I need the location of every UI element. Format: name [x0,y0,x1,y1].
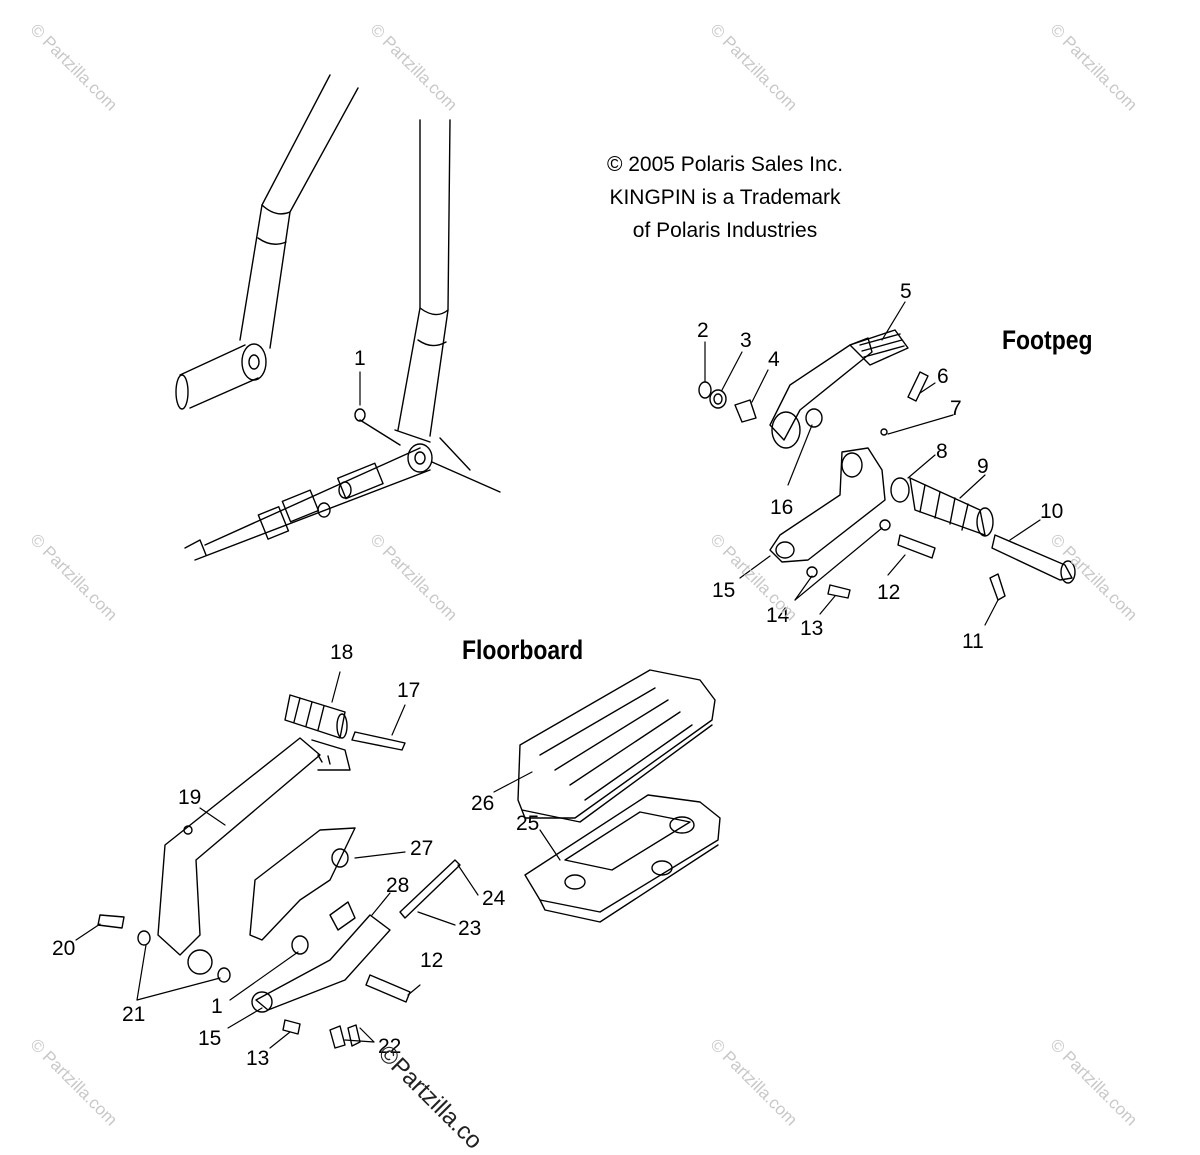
callout-5[interactable]: 5 [900,280,912,303]
leader-lines [75,301,1041,1049]
callout-13-floorboard[interactable]: 13 [246,1047,270,1070]
callout-8[interactable]: 8 [936,440,948,463]
footpeg-assembly [698,329,1076,601]
callout-18[interactable]: 18 [330,641,354,664]
callout-19[interactable]: 19 [178,786,202,809]
callout-2[interactable]: 2 [697,319,709,342]
callout-28[interactable]: 28 [386,874,410,897]
floorboard-assembly [97,669,721,1049]
callout-4[interactable]: 4 [768,348,780,371]
section-title-footpeg: Footpeg [1002,325,1093,355]
callout-14[interactable]: 14 [766,604,790,627]
callout-15-floorboard[interactable]: 15 [198,1027,222,1050]
callout-9[interactable]: 9 [977,455,989,478]
copyright-line-1: © 2005 Polaris Sales Inc. [606,153,844,176]
callout-16[interactable]: 16 [770,496,794,519]
callout-12-floorboard[interactable]: 12 [420,949,444,972]
copyright-notice: © 2005 Polaris Sales Inc. KINGPIN is a T… [560,148,890,247]
section-title-floorboard: Floorboard [462,635,584,665]
callout-17[interactable]: 17 [397,679,421,702]
callout-23[interactable]: 23 [458,917,482,940]
callout-3[interactable]: 3 [740,329,752,352]
callout-25[interactable]: 25 [516,812,540,835]
callout-1[interactable]: 1 [354,347,366,370]
callout-6[interactable]: 6 [937,365,949,388]
callout-20[interactable]: 20 [52,937,76,960]
callout-27[interactable]: 27 [410,837,434,860]
frame-tubes [175,74,501,561]
callout-21[interactable]: 21 [122,1003,146,1026]
callout-15[interactable]: 15 [712,579,736,602]
callout-7[interactable]: 7 [950,397,962,420]
callout-1-floorboard[interactable]: 1 [211,995,223,1018]
copyright-line-3: of Polaris Industries [632,219,818,242]
callout-12[interactable]: 12 [877,581,901,604]
callout-24[interactable]: 24 [482,887,506,910]
copyright-line-2: KINGPIN is a Trademark [609,186,841,209]
callout-11[interactable]: 11 [962,630,984,653]
callout-22[interactable]: 22 [378,1035,402,1058]
callout-26[interactable]: 26 [471,792,495,815]
callout-13[interactable]: 13 [800,617,824,640]
callout-10[interactable]: 10 [1040,500,1064,523]
